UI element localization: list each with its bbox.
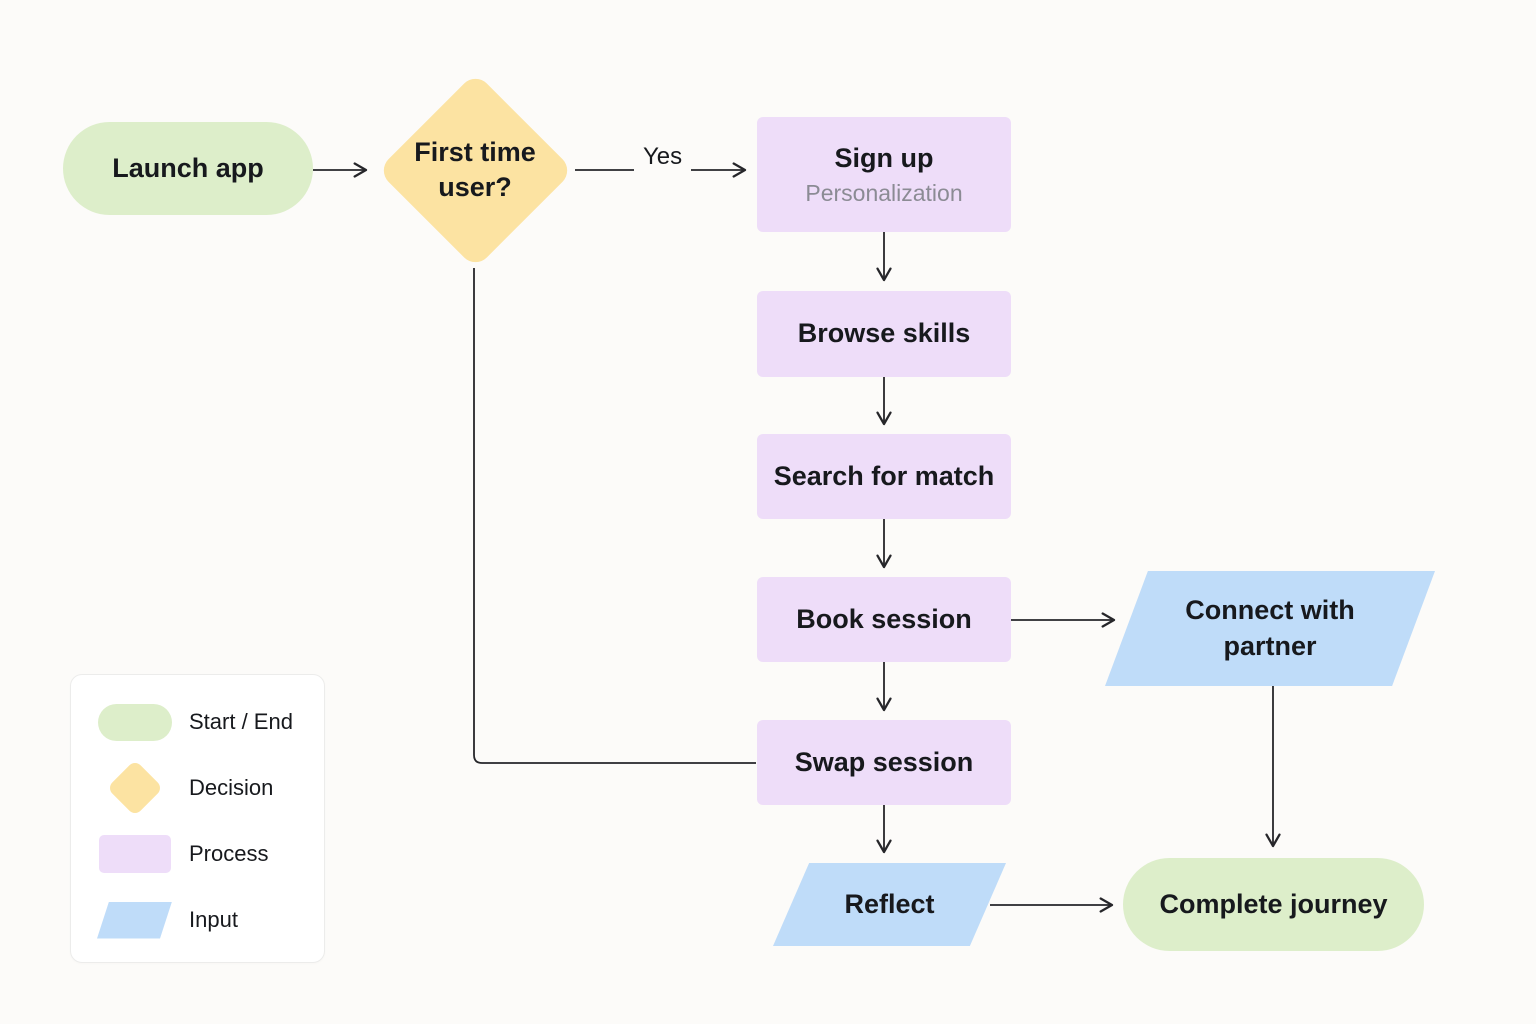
node-sign-up: Sign up Personalization [757,117,1011,232]
start-end-shape-icon [97,703,172,741]
legend-label-process: Process [189,841,269,866]
legend-label-input: Input [189,907,238,932]
node-first-time-user-label: First time user? [414,136,536,202]
legend-item-process: Process [97,821,324,887]
node-book-session-label: Book session [796,603,972,634]
node-swap-session-label: Swap session [794,746,974,777]
legend-label-decision: Decision [189,775,274,800]
node-complete-journey: Complete journey [1123,858,1424,951]
node-connect-with-partner: Connect with partner [1105,571,1435,686]
node-browse-skills: Browse skills [757,291,1011,377]
decision-shape-icon [106,759,163,817]
node-connect-with-partner-label: Connect with partner [1185,595,1355,661]
node-book-session: Book session [757,577,1011,662]
legend-item-start-end: Start / End [97,689,324,755]
node-sign-up-sublabel: Personalization [805,179,963,206]
legend-shape-cell [97,835,172,873]
legend-shape-cell [97,759,172,817]
node-sign-up-label: Sign up [834,142,934,173]
edge-decision-to-swap [473,268,756,764]
legend-item-input: Input [97,887,324,953]
input-shape-icon [97,901,172,939]
node-browse-skills-label: Browse skills [797,318,971,349]
node-launch-app-label: Launch app [112,152,264,183]
node-search-for-match-label: Search for match [773,460,995,491]
edge-label-yes: Yes [634,142,692,172]
legend-card: Start / End Decision Process Input [70,674,325,963]
node-reflect-label: Reflect [844,888,935,919]
node-complete-journey-label: Complete journey [1159,888,1388,919]
process-shape-icon [98,835,171,873]
node-launch-app: Launch app [63,122,313,215]
node-swap-session: Swap session [757,720,1011,805]
legend-label-start-end: Start / End [189,709,293,734]
legend-item-decision: Decision [97,755,324,821]
legend-shape-cell [97,901,172,939]
node-reflect: Reflect [773,863,1006,946]
node-search-for-match: Search for match [757,434,1011,519]
legend-shape-cell [97,703,172,741]
